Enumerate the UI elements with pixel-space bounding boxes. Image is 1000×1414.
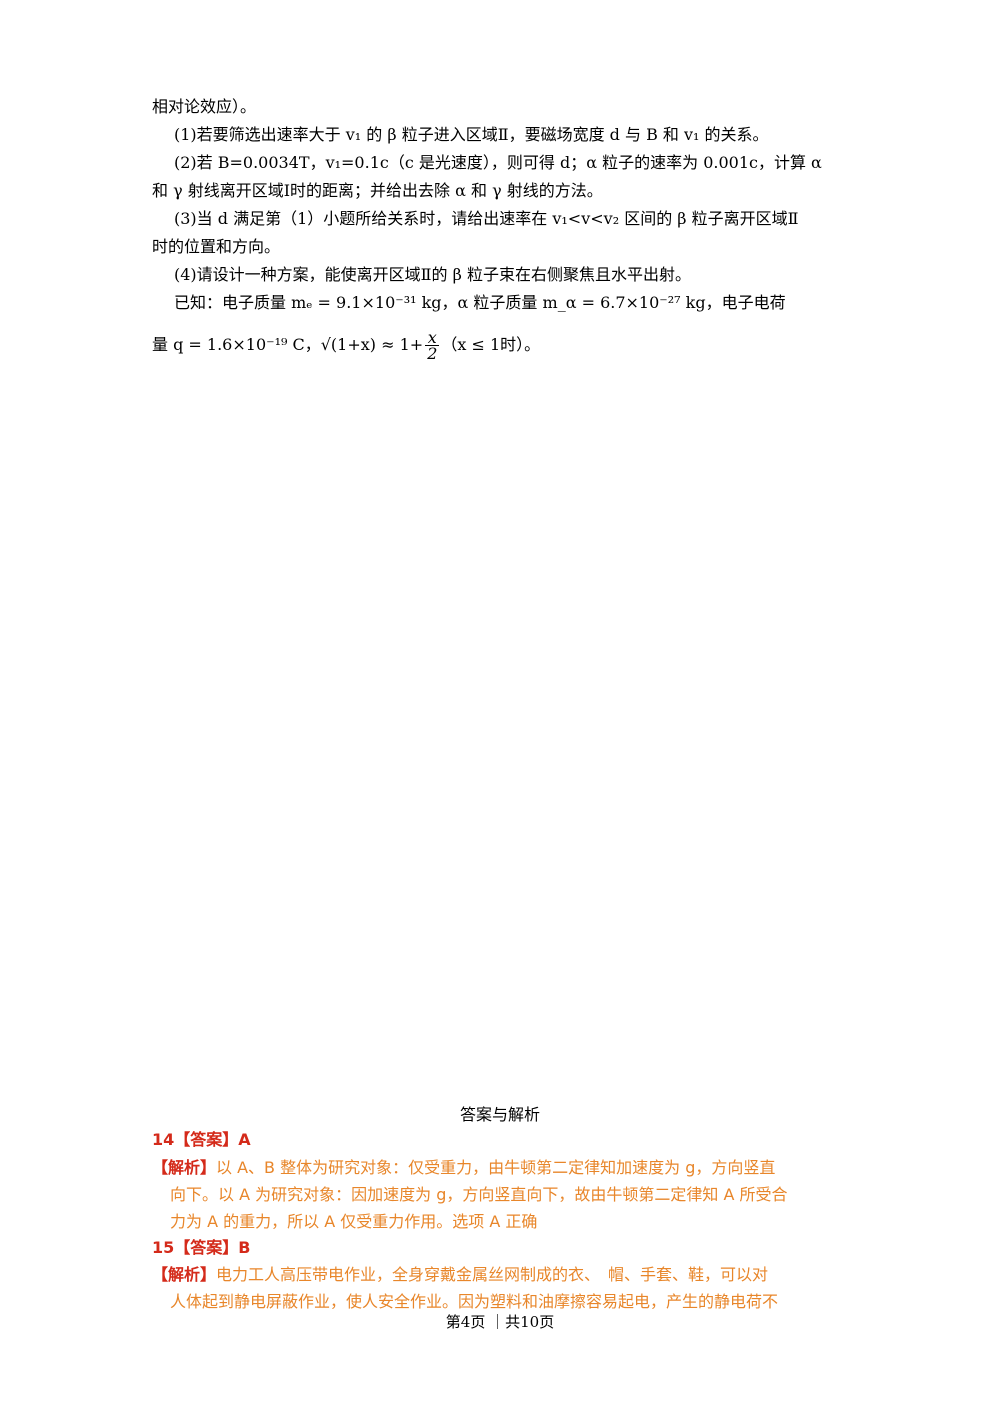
fraction-denominator: 2 <box>427 344 438 363</box>
answer-14-tag: 【答案】 <box>174 1130 239 1149</box>
fraction-numerator: x <box>425 330 440 346</box>
approx-condition: （x ≤ 1时）。 <box>441 335 541 354</box>
question-line-0: 相对论效应）。 <box>152 97 257 116</box>
explanation-14-line-2: 向下。以 A 为研究对象：因加速度为 g，方向竖直向下，故由牛顿第二定律知 A … <box>170 1185 788 1204</box>
answer-14-value: A <box>238 1130 251 1149</box>
question-part-2b: 和 γ 射线离开区域Ⅰ时的距离；并给出去除 α 和 γ 射线的方法。 <box>152 181 603 200</box>
explanation-15-tag: 【解析】 <box>152 1265 217 1284</box>
answer-15: 15【答案】B <box>152 1237 250 1259</box>
explanation-15-line-2: 人体起到静电屏蔽作业，使人安全作业。因为塑料和油摩擦容易起电，产生的静电荷不 <box>170 1292 779 1311</box>
page-footer: 第4页 ｜共10页 <box>445 1313 555 1331</box>
answers-title: 答案与解析 <box>459 1105 540 1124</box>
explanation-15-line-1: 【解析】电力工人高压带电作业，全身穿戴金属丝网制成的衣、 帽、手套、鞋，可以对 <box>152 1264 768 1286</box>
known-constants-text: 量 q = 1.6×10⁻¹⁹ C，√(1+x) ≈ 1+ <box>152 335 424 354</box>
explanation-14-tag: 【解析】 <box>152 1158 217 1177</box>
question-part-1: (1)若要筛选出速率大于 v₁ 的 β 粒子进入区域Ⅱ，要磁场宽度 d 与 B … <box>174 125 769 144</box>
answer-15-value: B <box>238 1238 251 1257</box>
question-part-2a: (2)若 B=0.0034T，v₁=0.1c（c 是光速度），则可得 d；α 粒… <box>174 153 822 172</box>
known-constants-line-1: 已知：电子质量 mₑ = 9.1×10⁻³¹ kg，α 粒子质量 m_α = 6… <box>174 293 786 312</box>
explanation-14-line-1: 【解析】以 A、B 整体为研究对象：仅受重力，由牛顿第二定律知加速度为 g，方向… <box>152 1157 775 1179</box>
answer-15-tag: 【答案】 <box>174 1238 239 1257</box>
answer-14-number: 14 <box>152 1130 175 1149</box>
explanation-14-text-1: 以 A、B 整体为研究对象：仅受重力，由牛顿第二定律知加速度为 g，方向竖直 <box>216 1158 776 1177</box>
explanation-14-line-3: 力为 A 的重力，所以 A 仅受重力作用。选项 A 正确 <box>170 1212 538 1231</box>
question-part-3a: (3)当 d 满足第（1）小题所给关系时，请给出速率在 v₁<v<v₂ 区间的 … <box>174 209 799 228</box>
answer-14: 14【答案】A <box>152 1129 251 1151</box>
explanation-15-text-1: 电力工人高压带电作业，全身穿戴金属丝网制成的衣、 帽、手套、鞋，可以对 <box>216 1265 769 1284</box>
question-part-3b: 时的位置和方向。 <box>152 237 281 256</box>
answer-15-number: 15 <box>152 1238 175 1257</box>
question-part-4: (4)请设计一种方案，能使离开区域Ⅱ的 β 粒子束在右侧聚焦且水平出射。 <box>174 265 691 284</box>
